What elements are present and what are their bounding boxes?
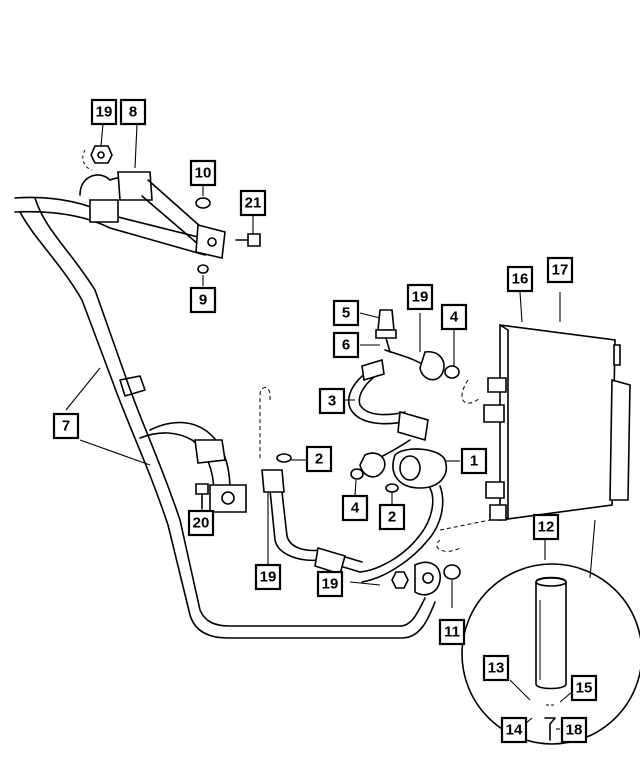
callout-label: 15 — [576, 680, 593, 697]
nut-upper — [82, 145, 113, 171]
callout-4: 4 — [341, 494, 369, 522]
callout-label: 19 — [412, 289, 429, 306]
callout-8: 8 — [119, 98, 147, 126]
callout-label: 12 — [538, 519, 555, 536]
callout-label: 10 — [195, 165, 212, 182]
o-ring-4a — [444, 365, 460, 379]
leader-lines — [65, 123, 596, 730]
o-ring-11 — [443, 564, 461, 580]
callout-1: 1 — [460, 447, 488, 475]
callout-11: 11 — [438, 618, 466, 646]
callout-7: 7 — [52, 412, 80, 440]
callout-19: 19 — [90, 98, 118, 126]
o-ring-4b — [350, 468, 364, 480]
callout-label: 19 — [96, 104, 113, 121]
callout-label: 21 — [245, 195, 262, 212]
callout-label: 8 — [129, 104, 137, 121]
callout-label: 20 — [193, 515, 210, 532]
callout-label: 11 — [444, 624, 460, 641]
compressor-fitting — [359, 448, 447, 583]
callout-label: 4 — [351, 500, 360, 517]
callout-4: 4 — [440, 303, 468, 331]
callout-13: 13 — [482, 654, 510, 682]
callout-16: 18 — [560, 716, 588, 744]
callout-3: 3 — [318, 387, 346, 415]
callout-label: 19 — [260, 569, 277, 586]
callout-18: 17 — [546, 256, 574, 284]
callout-9: 9 — [189, 286, 217, 314]
callout-10: 10 — [189, 159, 217, 187]
callout-19: 19 — [406, 283, 434, 311]
callout-5: 5 — [332, 299, 360, 327]
callout-19: 19 — [316, 570, 344, 598]
callout-12: 12 — [532, 513, 560, 541]
callout-label: 2 — [388, 509, 396, 526]
callout-label: 14 — [506, 722, 523, 739]
bolt-20 — [195, 483, 209, 509]
block-fitting — [79, 171, 226, 259]
ac-line-assembly — [14, 196, 441, 639]
callout-label: 3 — [328, 393, 336, 410]
bolt-21 — [235, 233, 261, 247]
o-ring-2b — [385, 483, 399, 493]
callout-17: 16 — [506, 265, 534, 293]
callout-15: 15 — [570, 674, 598, 702]
callout-21: 21 — [239, 189, 267, 217]
pressure-switch — [375, 309, 397, 353]
callout-label: 13 — [488, 660, 505, 677]
o-ring-2a — [276, 453, 292, 463]
suction-line — [259, 387, 363, 576]
callout-6: 6 — [332, 331, 360, 359]
callout-20: 20 — [187, 509, 215, 537]
o-ring-9 — [197, 264, 209, 274]
callout-label: 5 — [342, 305, 350, 322]
callout-label: 6 — [342, 337, 350, 354]
nut-lower — [391, 571, 409, 589]
callout-label: 18 — [566, 722, 583, 739]
callout-label: 9 — [199, 292, 207, 309]
callout-label: 2 — [315, 451, 323, 468]
discharge-line — [348, 349, 445, 478]
callout-label: 1 — [470, 453, 478, 470]
callout-label: 16 — [512, 271, 529, 288]
callout-label: 17 — [552, 262, 569, 279]
condenser — [436, 324, 631, 552]
callout-14: 14 — [500, 716, 528, 744]
receiver-drier-detail — [461, 563, 640, 745]
o-ring-10 — [195, 197, 211, 209]
callout-label: 19 — [322, 576, 339, 593]
callout-2: 2 — [378, 503, 406, 531]
callout-2: 2 — [305, 445, 333, 473]
callout-19: 19 — [254, 563, 282, 591]
callout-label: 4 — [450, 309, 459, 326]
callout-label: 7 — [62, 418, 70, 435]
